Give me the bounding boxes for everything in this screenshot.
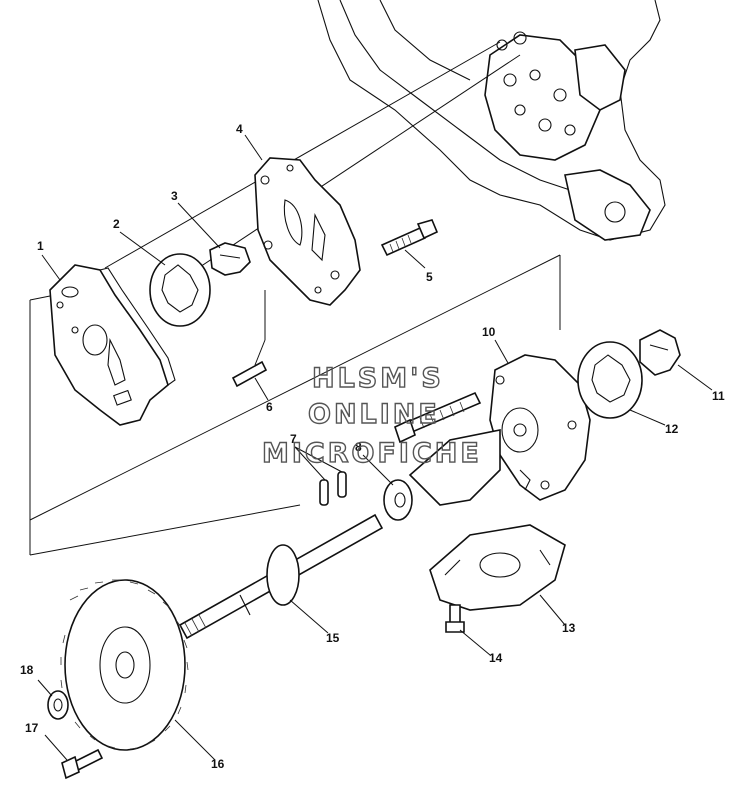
callout-7: 7 <box>290 432 297 446</box>
callout-2: 2 <box>113 217 120 231</box>
watermark-line-1: HLSM'S <box>312 363 444 394</box>
inner-rotor-part-3 <box>209 242 251 276</box>
callout-6: 6 <box>266 400 273 414</box>
pump-housing-part-10 <box>489 354 591 501</box>
callout-5: 5 <box>426 270 433 284</box>
bolt-part-5 <box>380 219 439 257</box>
callout-15: 15 <box>326 631 340 645</box>
bolt-part-17 <box>61 748 104 780</box>
screw-part-14 <box>445 604 465 633</box>
inner-rotor-part-11 <box>639 329 681 376</box>
outer-rotor-part-12 <box>577 341 643 419</box>
watermark: HLSM'S ONLINE MICROFICHE <box>261 362 482 469</box>
callout-17: 17 <box>25 721 39 735</box>
callout-11: 11 <box>712 389 725 403</box>
outer-rotor-part-2 <box>149 253 211 327</box>
callout-labels: 1 2 3 4 5 6 7 8 10 11 12 13 14 15 16 18 … <box>20 122 725 771</box>
shaft-part-15 <box>178 513 384 640</box>
gear-part-16 <box>60 579 189 751</box>
engine-block <box>317 0 666 241</box>
leader-lines <box>37 134 713 761</box>
callout-12: 12 <box>665 422 679 436</box>
pins-part-7 <box>319 471 347 506</box>
callout-14: 14 <box>489 651 503 665</box>
washer-part-18 <box>47 690 69 720</box>
callout-16: 16 <box>211 757 225 771</box>
pump-body-part-1 <box>49 264 176 426</box>
callout-10: 10 <box>482 325 496 339</box>
watermark-line-3: MICROFICHE <box>262 438 482 469</box>
callout-13: 13 <box>562 621 576 635</box>
callout-3: 3 <box>171 189 178 203</box>
seal-plate <box>408 429 501 506</box>
washer-part-8 <box>383 479 413 521</box>
pump-cover-part-4 <box>254 157 361 306</box>
dowel-pin-part-6 <box>231 339 268 388</box>
callout-4: 4 <box>236 122 243 136</box>
watermark-line-2: ONLINE <box>308 399 440 430</box>
callout-8: 8 <box>355 440 362 454</box>
strainer-plate-part-13 <box>429 524 566 611</box>
long-bolt <box>394 391 482 444</box>
callout-18: 18 <box>20 663 34 677</box>
callout-1: 1 <box>37 239 44 253</box>
